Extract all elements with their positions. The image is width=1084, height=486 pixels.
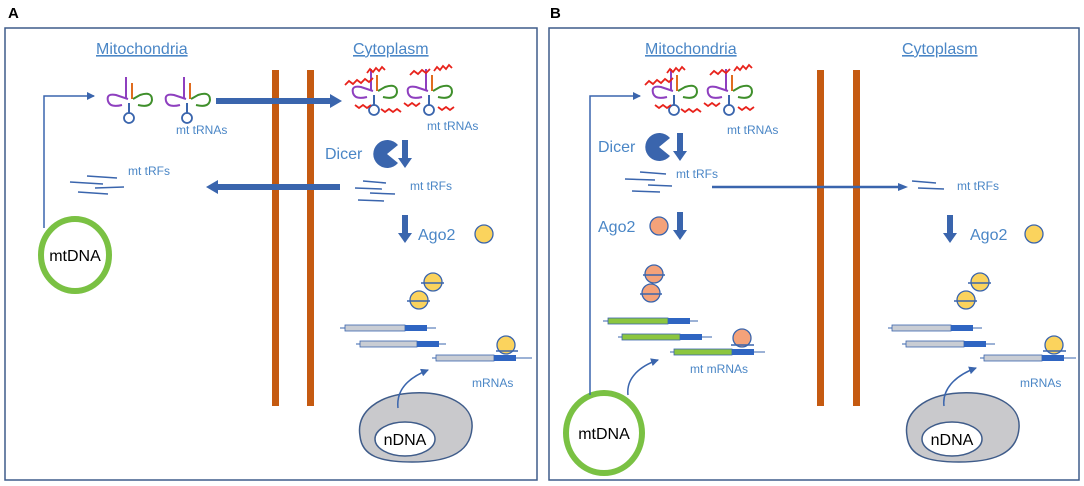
- mt-trna-fragmented-icon: [703, 63, 755, 116]
- mt-trfs-label: mt tRFs: [128, 164, 170, 178]
- transcription-arrow: [43, 92, 95, 228]
- loading-arrow: [673, 212, 687, 240]
- mt-trna-icon: [106, 77, 154, 124]
- mrna-icon: [340, 324, 436, 332]
- mt-trna-icon: [164, 77, 212, 124]
- mitochondria-heading: Mitochondria: [96, 41, 188, 58]
- ago2-protein-icon: [1024, 224, 1044, 244]
- mtdna-label: mtDNA: [49, 248, 101, 265]
- mtdna-ring-icon: [38, 216, 112, 294]
- mt-trfs-fragments-icon: [911, 180, 945, 190]
- ago2-complex-icon: [640, 283, 662, 303]
- trna-export-arrow: [216, 94, 342, 108]
- panel-a-letter: A: [8, 5, 19, 22]
- mrnas-label: mRNAs: [472, 376, 513, 390]
- panel-a-frame: [4, 27, 538, 481]
- mt-trnas-label: mt tRNAs: [727, 123, 778, 137]
- dicer-pacman-icon: [645, 133, 670, 161]
- trf-export-arrow-head: [898, 183, 908, 191]
- ago2-protein-icon: [474, 224, 494, 244]
- mt-trfs-label: mt tRFs: [410, 179, 452, 193]
- mt-trna-fragmented-icon: [344, 65, 402, 116]
- mitochondrial-membrane-outer: [817, 70, 824, 406]
- transcription-arrow: [943, 366, 977, 407]
- mt-mrna-icon: [670, 348, 765, 356]
- mrna-icon: [432, 354, 532, 362]
- mrna-icon: [980, 354, 1076, 362]
- loading-arrow: [943, 215, 957, 243]
- mt-mrna-icon: [603, 317, 698, 325]
- ago2-complex-icon: [407, 290, 430, 310]
- nucleus-icon: [358, 392, 473, 463]
- trf-import-arrow: [206, 180, 340, 194]
- mitochondrial-membrane-inner: [853, 70, 860, 406]
- mt-mrnas-label: mt mRNAs: [690, 362, 748, 376]
- mrna-icon: [356, 340, 446, 348]
- nucleus-icon: [905, 392, 1020, 463]
- processing-arrow: [398, 140, 412, 168]
- ago2-label: Ago2: [598, 219, 635, 236]
- ago2-protein-icon: [649, 216, 669, 236]
- mt-trnas-label: mt tRNAs: [427, 119, 478, 133]
- mitochondrial-membrane-inner: [307, 70, 314, 406]
- ago2-complex-icon: [731, 328, 754, 348]
- mt-trfs-fragments-icon: [624, 171, 673, 193]
- mitochondria-heading: Mitochondria: [645, 41, 737, 58]
- transcription-arrow: [589, 92, 641, 395]
- mitochondrial-membrane-outer: [272, 70, 279, 406]
- mtdna-ring-icon: [563, 390, 645, 476]
- transcription-arrow: [627, 358, 659, 396]
- mt-trfs-fragments-icon: [69, 175, 125, 195]
- ago2-label: Ago2: [970, 227, 1007, 244]
- ago2-complex-icon: [643, 264, 665, 284]
- mt-trfs-fragments-icon: [354, 180, 396, 202]
- panel-b-letter: B: [550, 5, 561, 22]
- mt-trfs-label: mt tRFs: [676, 167, 718, 181]
- ndna-label: nDNA: [384, 432, 427, 449]
- ago2-complex-icon: [421, 272, 444, 292]
- dicer-pacman-icon: [373, 140, 398, 168]
- ago2-label: Ago2: [418, 227, 455, 244]
- panel-b-frame: [548, 27, 1080, 481]
- mrna-icon: [902, 340, 995, 348]
- mt-trna-fragmented-icon: [403, 63, 455, 116]
- panel-b: B Mitochondria Cytoplasm: [548, 5, 1080, 481]
- mtdna-label: mtDNA: [578, 426, 630, 443]
- mt-trfs-label: mt tRFs: [957, 179, 999, 193]
- ago2-complex-icon: [968, 272, 991, 292]
- cytoplasm-heading: Cytoplasm: [902, 41, 978, 58]
- ndna-label: nDNA: [931, 432, 974, 449]
- transcription-arrow: [397, 368, 429, 409]
- mrnas-label: mRNAs: [1020, 376, 1061, 390]
- mrna-icon: [888, 324, 982, 332]
- ago2-complex-icon: [1043, 335, 1066, 355]
- ago2-complex-icon: [496, 335, 518, 355]
- panel-a: A Mitochondria Cytoplasm mt tRNAs: [4, 5, 538, 481]
- cytoplasm-heading: Cytoplasm: [353, 41, 429, 58]
- dicer-label: Dicer: [598, 139, 636, 156]
- dicer-label: Dicer: [325, 146, 363, 163]
- mt-trnas-label: mt tRNAs: [176, 123, 227, 137]
- ago2-complex-icon: [954, 290, 977, 310]
- mt-trna-fragmented-icon: [644, 65, 702, 116]
- processing-arrow: [673, 133, 687, 161]
- mt-mrna-icon: [618, 333, 712, 341]
- loading-arrow: [398, 215, 412, 243]
